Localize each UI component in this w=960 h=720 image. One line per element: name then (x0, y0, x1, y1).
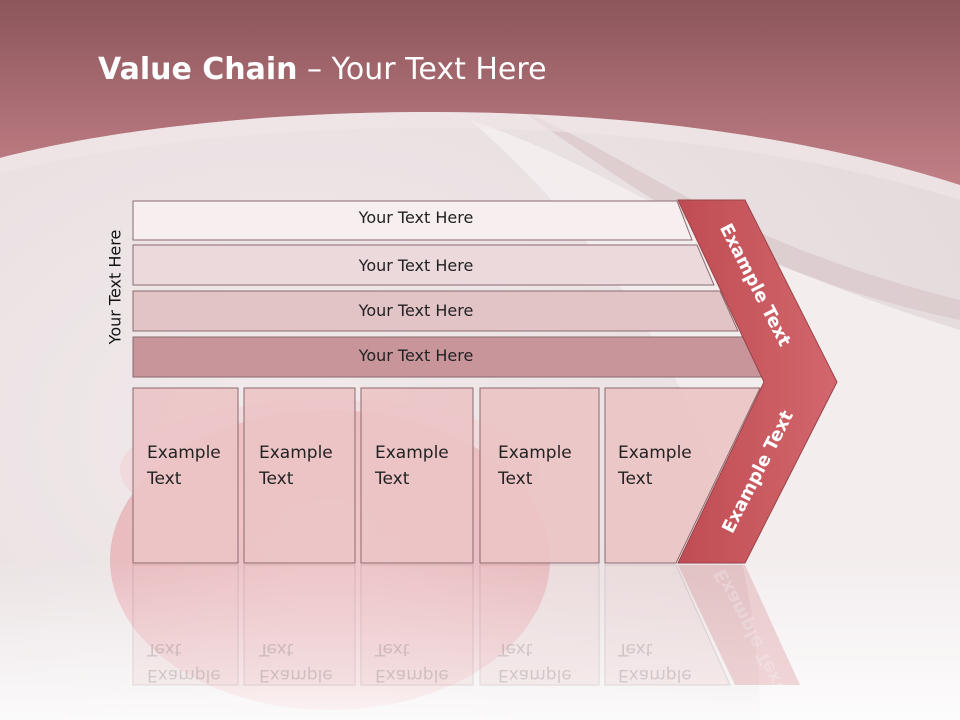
support-bar-2 (132, 244, 715, 286)
bar-label-2: Your Text Here (358, 256, 474, 275)
bar-label-3: Your Text Here (358, 301, 474, 320)
diagram-reflection (132, 564, 800, 686)
title-rest-part: – Your Text Here (297, 52, 547, 87)
activity-box-2 (243, 387, 356, 564)
box-label-1-reflection: Example Text (147, 636, 221, 688)
box-label-3-line2: Text (375, 469, 410, 489)
box-label-5-reflection: Example Text (618, 636, 692, 688)
box-label-4-line2: Text (498, 469, 533, 489)
activity-box-3 (360, 387, 474, 564)
box-label-5-reflection-line2: Text (618, 639, 653, 659)
box-label-2-line1: Example (259, 443, 333, 463)
box-label-1-reflection-line2: Text (147, 639, 182, 659)
box-label-4: Example Text (498, 440, 572, 492)
reflection-box-1 (132, 564, 239, 686)
box-label-2-reflection-line2: Text (259, 639, 294, 659)
reflection-box-2 (243, 564, 356, 686)
box-label-1: Example Text (147, 440, 221, 492)
title-bold-part: Value Chain (98, 52, 298, 87)
box-label-5: Example Text (618, 440, 692, 492)
box-label-2-reflection-line1: Example (259, 665, 333, 685)
box-label-2: Example Text (259, 440, 333, 492)
box-label-3: Example Text (375, 440, 449, 492)
support-bar-1 (132, 200, 693, 241)
box-label-5-line2: Text (618, 469, 653, 489)
bar-label-1: Your Text Here (358, 208, 474, 227)
box-label-4-line1: Example (498, 443, 572, 463)
box-label-4-reflection-line2: Text (498, 639, 533, 659)
box-label-3-line1: Example (375, 443, 449, 463)
box-label-3-reflection-line1: Example (375, 665, 449, 685)
box-label-2-line2: Text (259, 469, 294, 489)
box-label-3-reflection: Example Text (375, 636, 449, 688)
activity-box-4 (479, 387, 600, 564)
box-label-5-line1: Example (618, 443, 692, 463)
margin-chevron (677, 199, 838, 564)
reflection-box-5 (604, 564, 731, 686)
activity-box-1 (132, 387, 239, 564)
box-label-2-reflection: Example Text (259, 636, 333, 688)
box-label-4-reflection-line1: Example (498, 665, 572, 685)
box-label-3-reflection-line2: Text (375, 639, 410, 659)
box-label-1-line1: Example (147, 443, 221, 463)
box-label-5-reflection-line1: Example (618, 665, 692, 685)
slide-title: Value Chain – Your Text Here (98, 52, 547, 87)
reflection-chevron (678, 565, 800, 685)
box-label-1-line2: Text (147, 469, 182, 489)
box-label-4-reflection: Example Text (498, 636, 572, 688)
support-bar-3 (132, 290, 739, 332)
reflection-box-3 (360, 564, 474, 686)
box-label-1-reflection-line1: Example (147, 665, 221, 685)
activity-box-5 (604, 387, 761, 564)
bar-label-4: Your Text Here (358, 346, 474, 365)
reflection-box-4 (479, 564, 600, 686)
